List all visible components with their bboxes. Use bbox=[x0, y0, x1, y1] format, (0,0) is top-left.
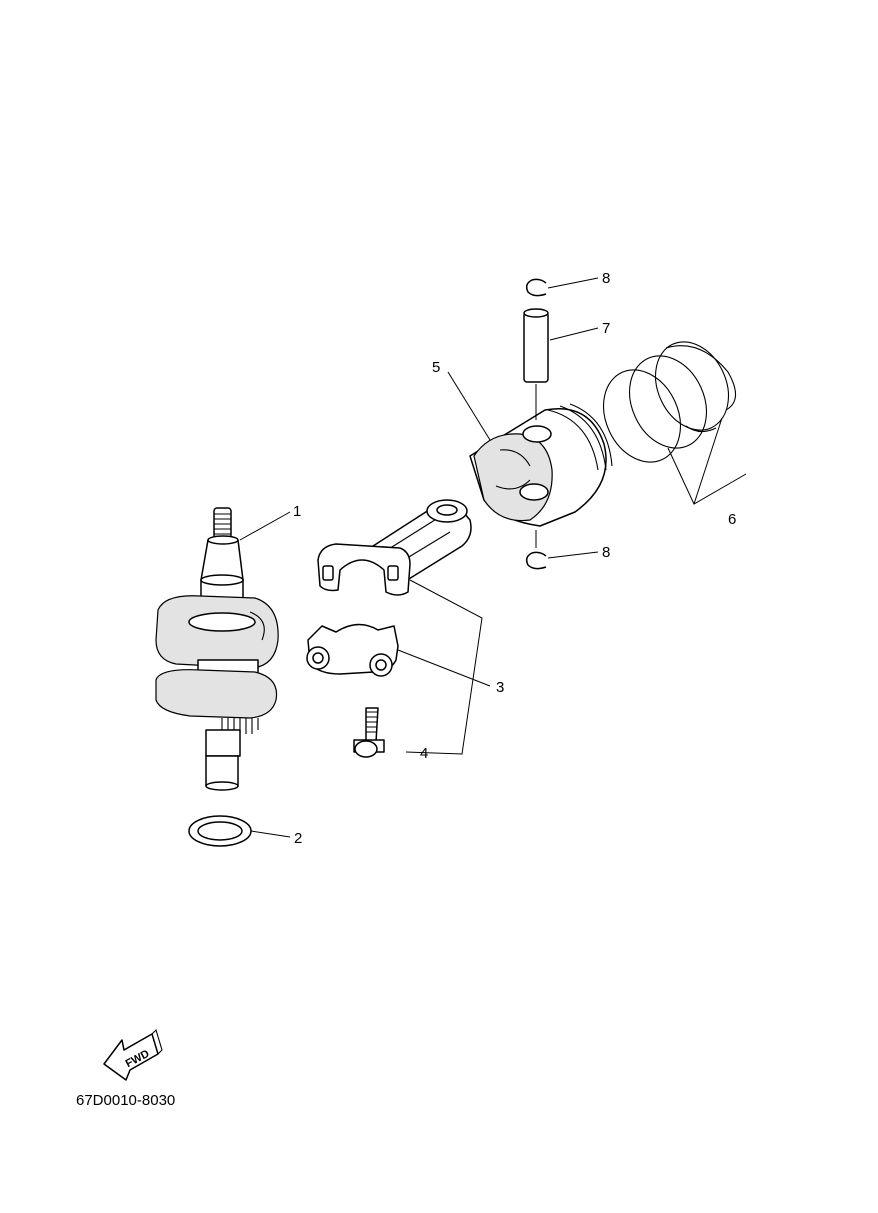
callout-4: 4 bbox=[420, 745, 428, 762]
callout-1: 1 bbox=[293, 503, 301, 520]
bolt-part bbox=[353, 707, 385, 758]
fwd-arrow-icon: FWD bbox=[103, 1028, 163, 1081]
washer-part bbox=[188, 815, 252, 847]
connecting-rod-part bbox=[317, 499, 472, 596]
piston-part bbox=[469, 403, 613, 527]
callout-3: 3 bbox=[496, 679, 504, 696]
callout-8-bottom: 8 bbox=[602, 544, 610, 561]
piston-pin-clip-top bbox=[525, 278, 547, 297]
callout-2: 2 bbox=[294, 830, 302, 847]
crankshaft-part bbox=[155, 507, 279, 791]
callout-5: 5 bbox=[432, 359, 440, 376]
callout-8-top: 8 bbox=[602, 270, 610, 287]
connecting-rod-cap-part bbox=[306, 623, 399, 677]
callout-6: 6 bbox=[728, 511, 736, 528]
callout-labels: 1 2 3 4 5 6 7 8 8 bbox=[293, 270, 736, 847]
piston-pin-clip-bottom bbox=[525, 530, 547, 570]
callout-7: 7 bbox=[602, 320, 610, 337]
drawing-code: 67D0010-8030 bbox=[76, 1092, 175, 1109]
leader-lines bbox=[239, 277, 747, 838]
piston-pin-part bbox=[523, 308, 549, 420]
piston-rings-part bbox=[603, 341, 737, 463]
